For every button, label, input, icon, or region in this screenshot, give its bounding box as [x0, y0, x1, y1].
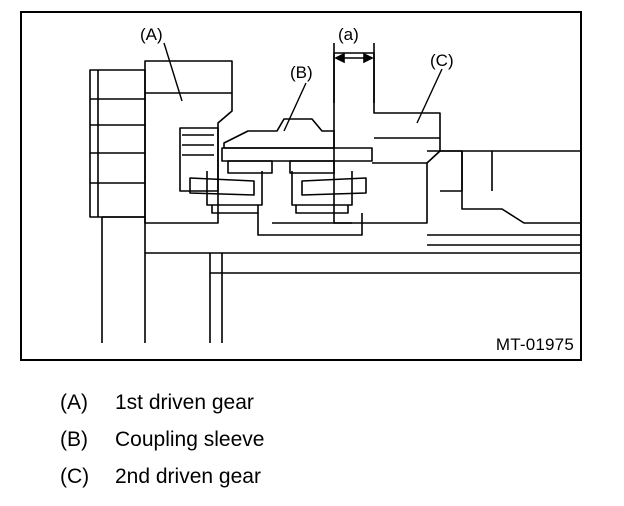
gear-cross-section-drawing	[89, 42, 582, 343]
shaft-body	[101, 216, 582, 343]
figure-id-label: MT-01975	[495, 335, 574, 354]
legend-text: 2nd driven gear	[115, 465, 261, 488]
sync-ring-left	[189, 177, 255, 196]
legend-key: (A)	[60, 391, 88, 414]
legend-text: Coupling sleeve	[115, 428, 265, 451]
legend-text: 1st driven gear	[115, 391, 254, 414]
sync-ring-right	[301, 177, 367, 196]
gear-a	[144, 60, 233, 224]
legend-key: (B)	[60, 428, 88, 451]
callout-a: (A)	[140, 25, 163, 44]
callout-gap: (a)	[338, 25, 359, 44]
hub	[257, 213, 363, 236]
leader-c	[416, 68, 443, 124]
leader-b	[283, 82, 307, 132]
callout-b: (B)	[290, 63, 313, 82]
figure-frame: (A) (B) (a) (C) MT-01975	[20, 11, 582, 361]
shaft-right	[427, 150, 582, 224]
coupling-sleeve	[223, 118, 335, 149]
legend-key: (C)	[60, 465, 90, 488]
leader-a	[163, 42, 183, 102]
callout-c: (C)	[430, 51, 454, 70]
